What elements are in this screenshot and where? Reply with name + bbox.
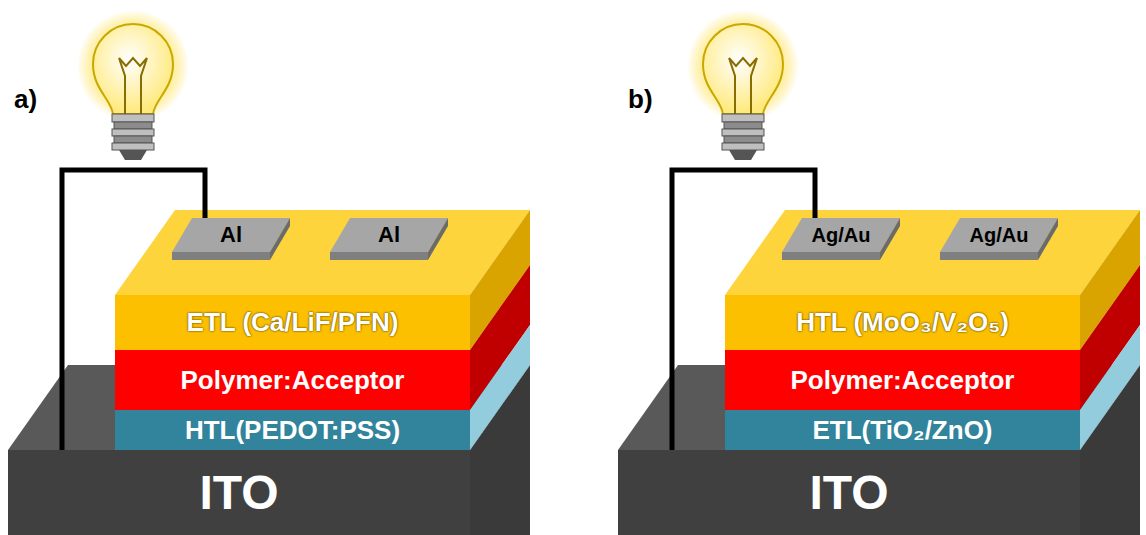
layer-band: ETL(TiO₂/ZnO) [725, 410, 1080, 450]
substrate-band: ITO [618, 450, 1080, 535]
electrode-pad: Ag/Au [782, 218, 900, 260]
electrode-pad: Al [172, 218, 290, 260]
layer-label: Polymer:Acceptor [181, 365, 405, 396]
layer-label: ETL(TiO₂/ZnO) [812, 415, 992, 446]
layer-band: ETL (Ca/LiF/PFN) [115, 295, 470, 350]
substrate-band: ITO [8, 450, 470, 535]
panel-label: a) [14, 84, 37, 115]
layer-label: Polymer:Acceptor [791, 365, 1015, 396]
layer-label: ETL (Ca/LiF/PFN) [187, 307, 399, 338]
layer-band: HTL(PEDOT:PSS) [115, 410, 470, 450]
layer-label: HTL (MoO₃/V₂O₅) [796, 307, 1009, 338]
layer-label: HTL(PEDOT:PSS) [185, 415, 400, 446]
electrode-pad: Ag/Au [940, 218, 1058, 260]
panel-label: b) [628, 84, 653, 115]
electrode-label: Ag/Au [812, 224, 871, 247]
layer-label: ITO [199, 465, 278, 520]
electrode-label: Al [220, 222, 242, 248]
layer-band: Polymer:Acceptor [115, 350, 470, 410]
layer-label: ITO [809, 465, 888, 520]
layer-band: HTL (MoO₃/V₂O₅) [725, 295, 1080, 350]
layer-band: Polymer:Acceptor [725, 350, 1080, 410]
electrode-label: Ag/Au [970, 224, 1029, 247]
electrode-label: Al [378, 222, 400, 248]
electrode-pad: Al [330, 218, 448, 260]
